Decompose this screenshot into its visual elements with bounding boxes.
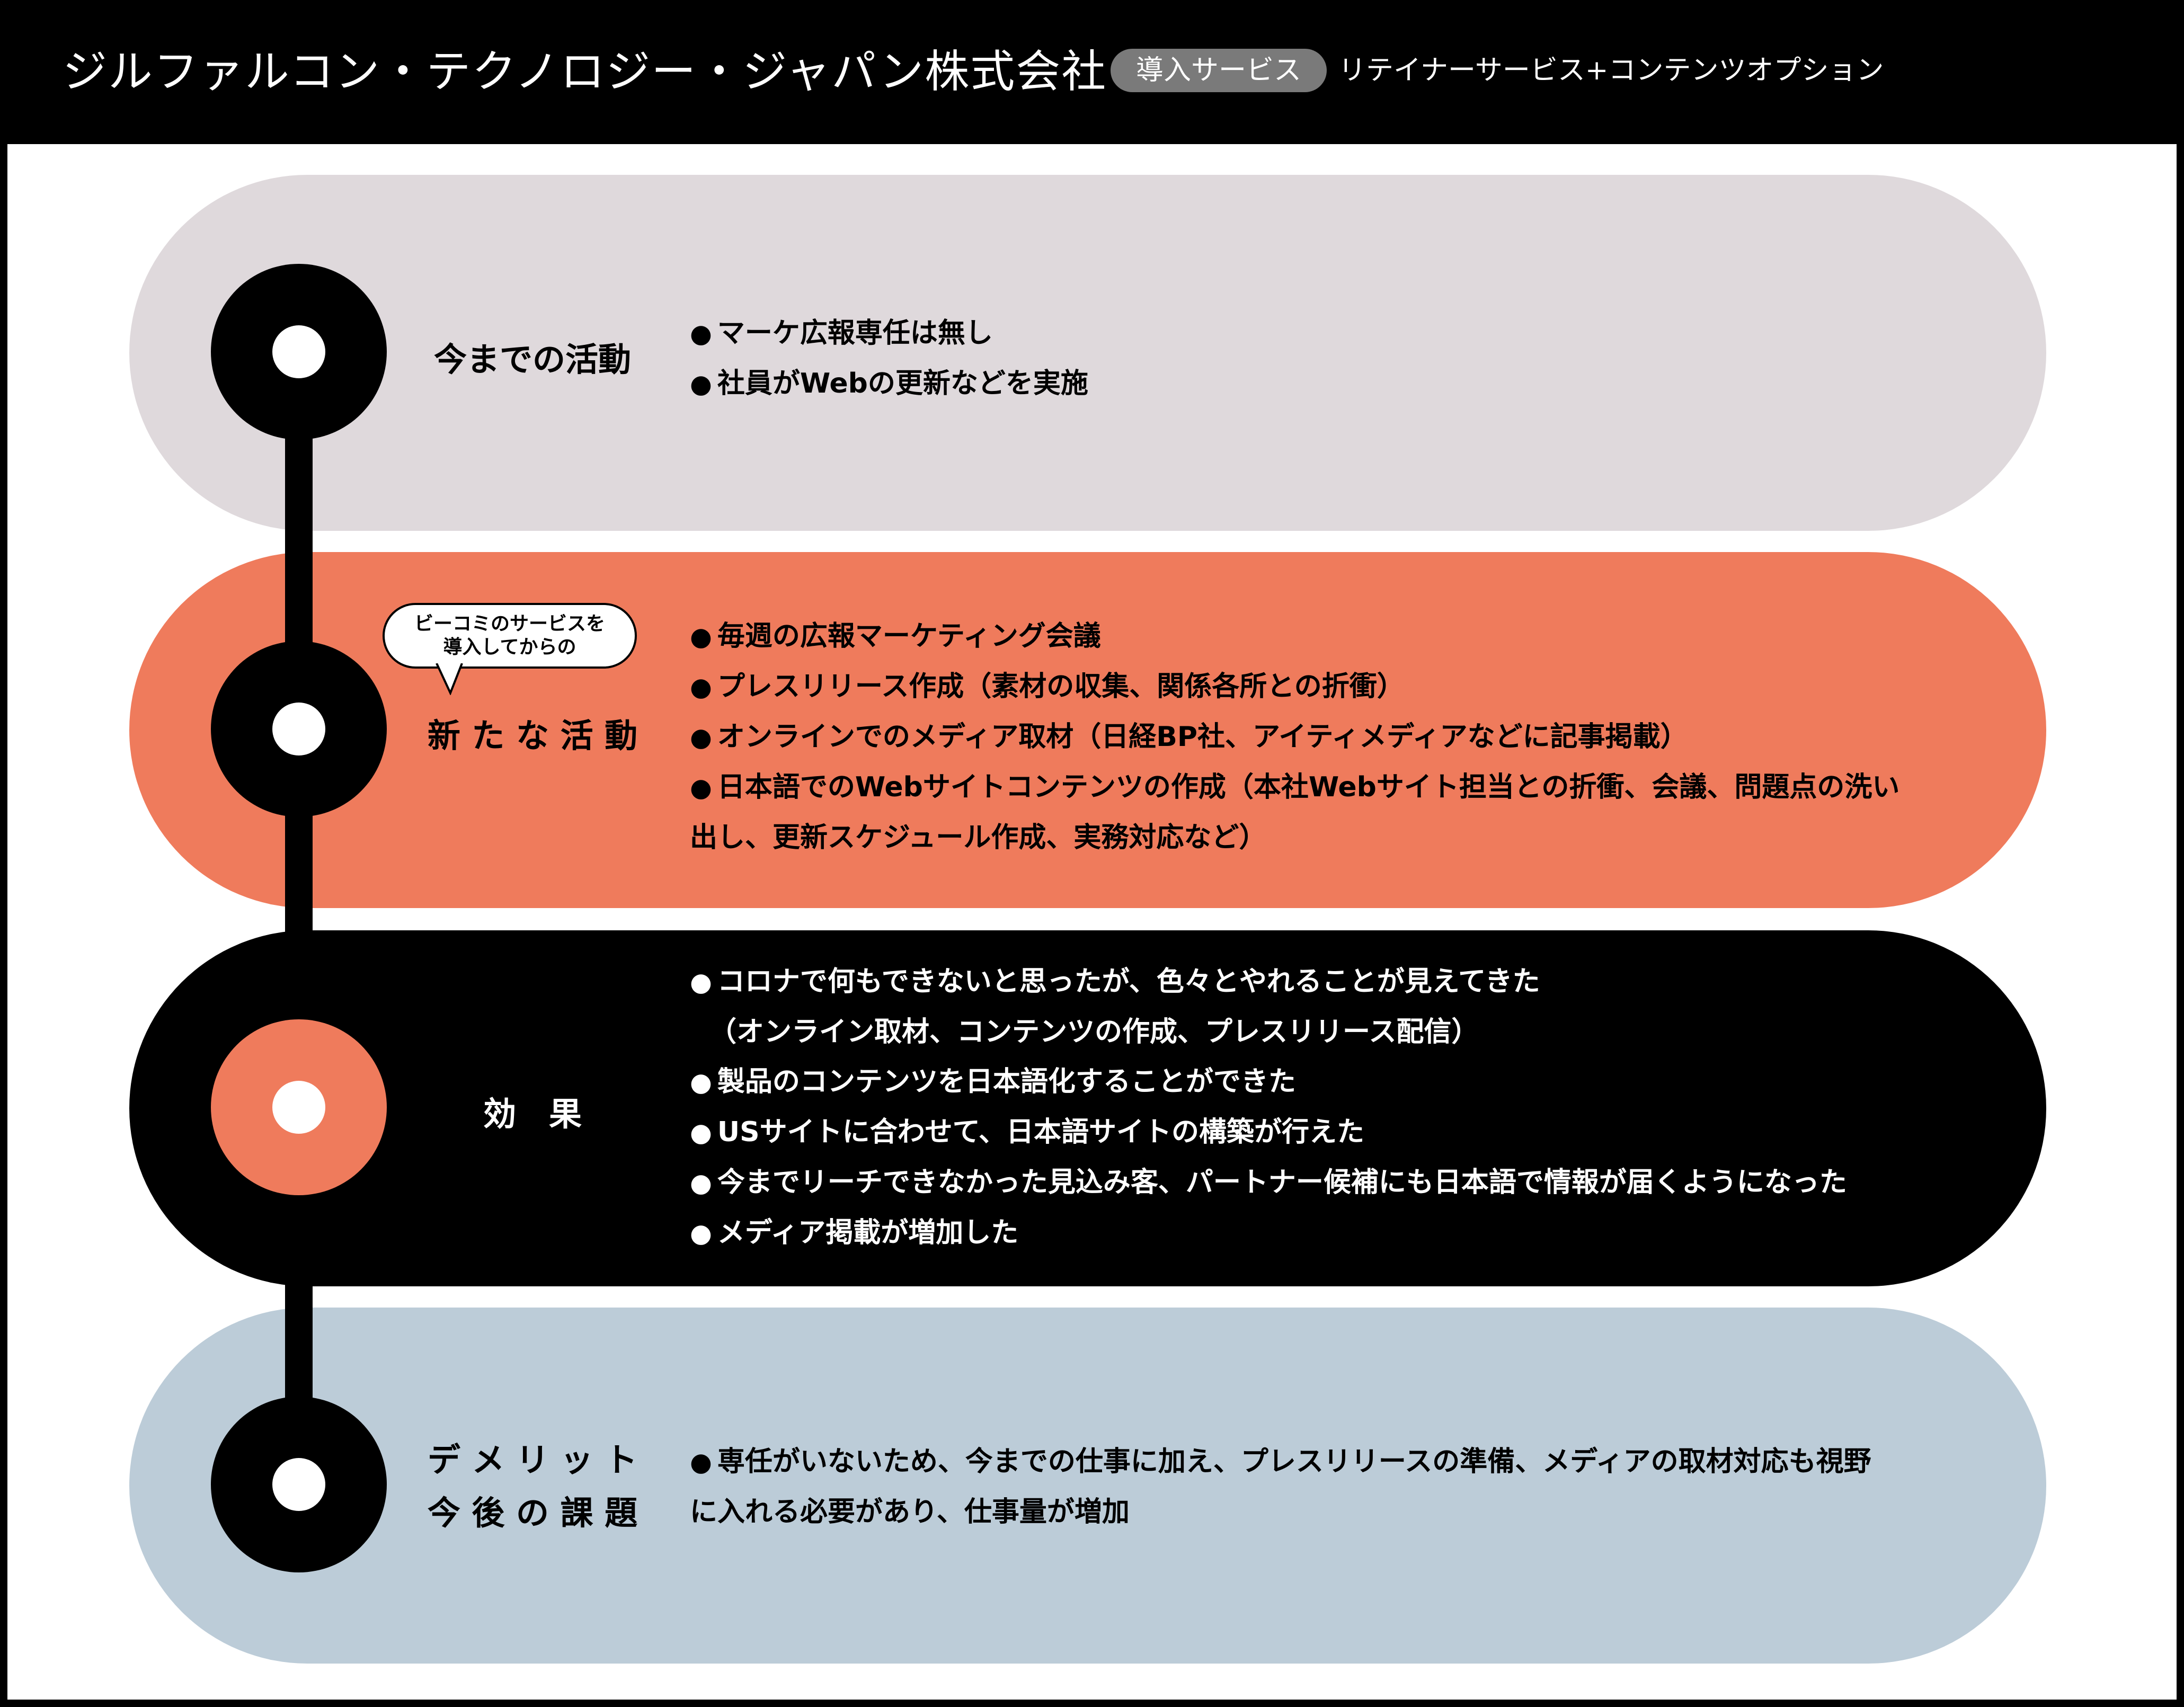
timeline-node-4 <box>211 1397 387 1572</box>
company-name: ジルファルコン・テクノロジー・ジャパン株式会社 様 <box>63 46 1168 97</box>
service-badge: 導入サービス <box>1111 49 1327 92</box>
list-item: ●マーケ広報専任は無し <box>690 317 993 349</box>
list-item: ●専任がいないため、今までの仕事に加え、プレスリリースの準備、メディアの取材対応… <box>690 1446 1871 1478</box>
section-body-past: ●マーケ広報専任は無し ●社員がWebの更新などを実施 <box>690 308 2025 409</box>
list-item: ●コロナで何もできないと思ったが、色々とやれることが見えてきた <box>690 966 1540 998</box>
speech-bubble: ビーコミのサービスを 導入してからの <box>383 603 637 669</box>
list-item: ●今までリーチできなかった見込み客、パートナー候補にも日本語で情報が届くようにな… <box>690 1167 1847 1198</box>
timeline-node-1 <box>211 264 387 440</box>
list-item: ●オンラインでのメディア取材（日経BP社、アイティメディアなどに記事掲載） <box>690 721 1688 753</box>
section-body-issues: ●専任がいないため、今までの仕事に加え、プレスリリースの準備、メディアの取材対応… <box>690 1437 2025 1537</box>
section-label-new: 新 た な 活 動 <box>427 716 638 755</box>
band-past-activities <box>129 175 2046 531</box>
list-item: ●メディア掲載が増加した <box>690 1217 1019 1249</box>
band-effects <box>129 930 2046 1286</box>
section-body-effects: ●コロナで何もできないと思ったが、色々とやれることが見えてきた （オンライン取材… <box>690 957 2025 1258</box>
node-hole <box>272 703 325 755</box>
timeline-node-2 <box>211 641 387 817</box>
section-label-effects: 効 果 <box>483 1095 582 1133</box>
list-item: ●USサイトに合わせて、日本語サイトの構築が行えた <box>690 1116 1364 1148</box>
list-item: ●プレスリリース作成（素材の収集、関係各所との折衝） <box>690 671 1405 703</box>
timeline-line <box>285 339 313 1494</box>
list-item: ●毎週の広報マーケティング会議 <box>690 620 1101 652</box>
service-value: リテイナーサービス+コンテンツオプション <box>1338 55 1884 86</box>
node-hole <box>272 325 325 378</box>
section-body-new: ●毎週の広報マーケティング会議 ●プレスリリース作成（素材の収集、関係各所との折… <box>690 611 2025 863</box>
list-item-continuation: に入れる必要があり、仕事量が増加 <box>690 1496 1130 1528</box>
list-item: ●製品のコンテンツを日本語化することができた <box>690 1066 1296 1098</box>
node-hole <box>272 1081 325 1134</box>
speech-bubble-tail <box>436 663 463 695</box>
node-hole <box>272 1458 325 1511</box>
band-issues <box>129 1308 2046 1664</box>
list-item: ●社員がWebの更新などを実施 <box>690 368 1088 399</box>
section-label-issues: デ メ リ ッ ト 今 後 の 課 題 <box>427 1441 638 1532</box>
header-bar: ジルファルコン・テクノロジー・ジャパン株式会社 様 導入サービス リテイナーサー… <box>0 0 2184 144</box>
list-item-continuation: 出し、更新スケジュール作成、実務対応など） <box>690 822 1267 854</box>
list-item-continuation: （オンライン取材、コンテンツの作成、プレスリリース配信） <box>709 1016 1479 1048</box>
section-label-past: 今までの活動 <box>433 340 631 379</box>
timeline-node-3 <box>211 1019 387 1195</box>
list-item: ●日本語でのWebサイトコンテンツの作成（本社Webサイト担当との折衝、会議、問… <box>690 771 1900 803</box>
